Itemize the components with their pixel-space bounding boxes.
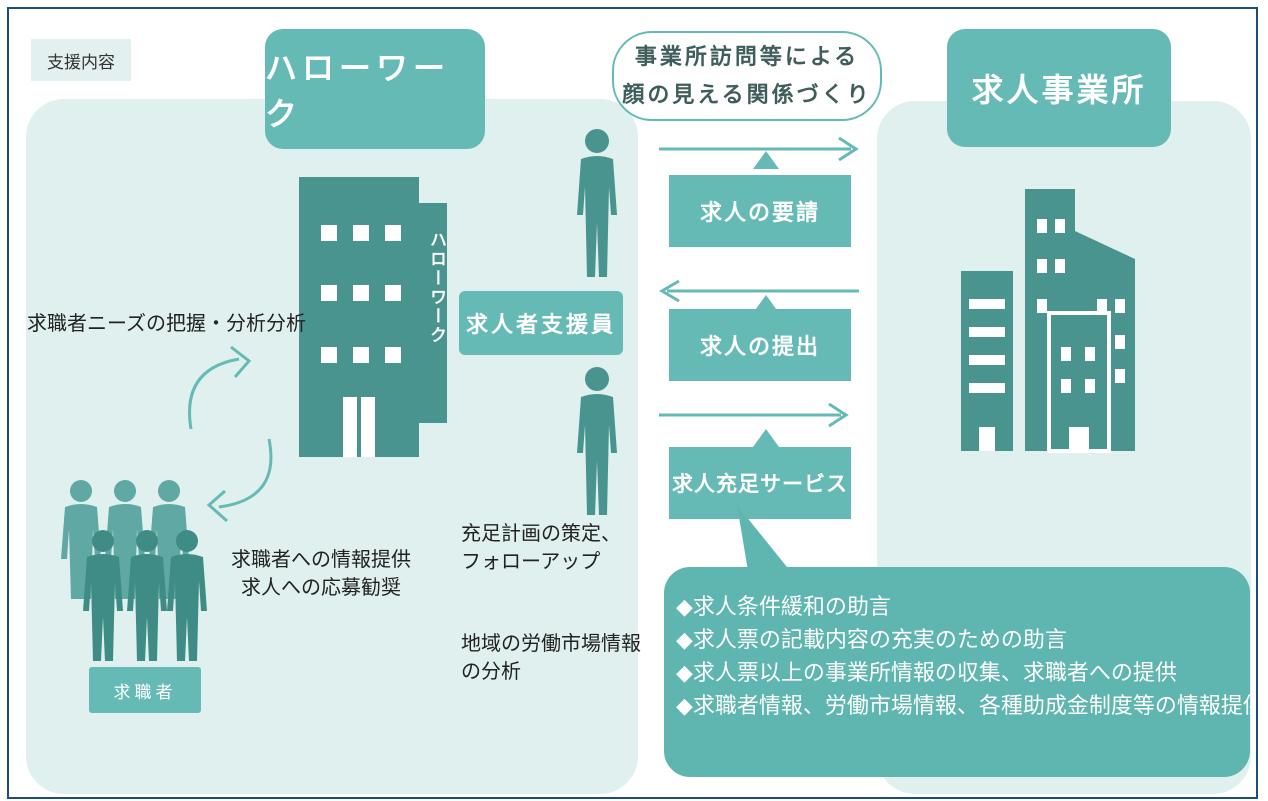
- needs-analysis-text: 求職者ニーズの把握・分析分析: [27, 311, 306, 335]
- service-item: ◆求職者情報、労働市場情報、各種助成金制度等の情報提供: [676, 694, 1258, 719]
- service-item: ◆求人条件緩和の助言: [676, 595, 891, 620]
- employer-buildings-icon: [961, 189, 1135, 453]
- fulfillment-plan-line-1: 充足計画の策定、: [461, 521, 621, 545]
- supporter-person-icon-bottom: [577, 367, 617, 515]
- relationship-bubble: 事業所訪問等による 顔の見える関係づくり: [612, 31, 882, 121]
- relationship-line-1: 事業所訪問等による: [634, 45, 860, 70]
- job-seekers-icon: [61, 480, 207, 661]
- market-analysis-line-2: の分析: [461, 659, 521, 683]
- seeker-support-line-1: 求職者への情報提供: [231, 547, 411, 571]
- diagram-frame: 支援内容 ハローワーク 求人事業所 事業所訪問等による 顔の見える関係づくり ハ…: [7, 7, 1258, 799]
- service-item: ◆求人票以上の事業所情報の収集、求職者への提供: [676, 661, 1177, 686]
- section-label: 支援内容: [31, 39, 131, 81]
- flow-label-service: 求人充足サービス: [669, 447, 851, 519]
- arrow-submit-left: [659, 279, 859, 313]
- arrow-service-right: [659, 402, 849, 447]
- seeker-support-text: 求職者への情報提供 求人への応募勧奨: [231, 545, 411, 601]
- flow-label-request: 求人の要請: [669, 175, 851, 247]
- hellowork-building-shape: [299, 177, 447, 457]
- supporter-label: 求人者支援員: [459, 291, 623, 355]
- job-seeker-label: 求職者: [89, 667, 201, 713]
- detail-pointer: [737, 505, 795, 577]
- hellowork-building-sign: ハローワーク: [426, 231, 446, 345]
- fulfillment-plan-text: 充足計画の策定、 フォローアップ: [461, 519, 621, 575]
- flow-label-submit: 求人の提出: [669, 309, 851, 381]
- supporter-person-icon-top: [577, 129, 617, 277]
- service-item: ◆求人票の記載内容の充実のための助言: [676, 628, 1067, 653]
- relationship-line-2: 顔の見える関係づくり: [622, 83, 872, 108]
- services-detail-box: ◆求人条件緩和の助言 ◆求人票の記載内容の充実のための助言 ◆求人票以上の事業所…: [664, 567, 1258, 777]
- hellowork-title: ハローワーク: [265, 29, 485, 149]
- seeker-support-line-2: 求人への応募勧奨: [241, 575, 401, 599]
- cycle-arrows-icon: [188, 345, 273, 523]
- fulfillment-plan-line-2: フォローアップ: [461, 549, 601, 573]
- arrow-request-right: [659, 136, 859, 169]
- market-analysis-text: 地域の労働市場情報 の分析: [461, 629, 641, 685]
- employer-title: 求人事業所: [947, 29, 1171, 147]
- market-analysis-line-1: 地域の労働市場情報: [461, 631, 641, 655]
